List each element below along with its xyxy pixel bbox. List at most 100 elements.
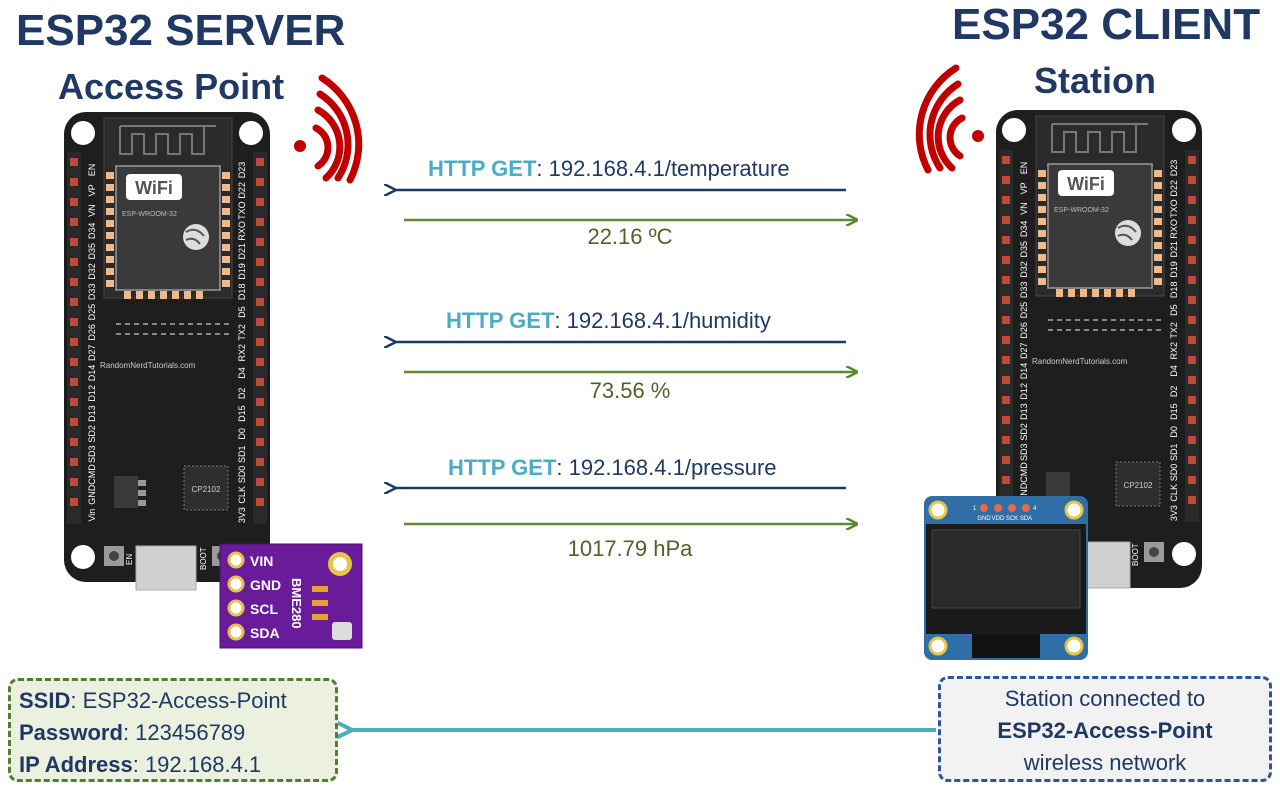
pin-label: D22	[1169, 180, 1179, 197]
ip-address-label: IP Address	[19, 752, 133, 777]
pin-label: D26	[87, 324, 97, 341]
pin-label: D23	[237, 162, 247, 179]
client-right-pin-labels: D23D22TXORXOD21D19D18D5TX2RX2D4D2D15D0SD…	[1169, 160, 1179, 521]
pin-label: 3V3	[1169, 505, 1179, 521]
pin-label: RX2	[237, 344, 247, 362]
pin-label: EN	[87, 164, 97, 177]
pin-label: D14	[1019, 363, 1029, 380]
pin-label: D5	[237, 306, 247, 318]
mount-hole-icon	[71, 545, 95, 569]
request-label-temperature: HTTP GET: 192.168.4.1/temperature	[428, 156, 790, 182]
pin-label: D35	[1019, 241, 1029, 258]
pin-label: VP	[87, 184, 97, 196]
oled-pin-gnd: GND	[977, 516, 991, 522]
pin-label: D21	[237, 243, 247, 260]
pin-label: TX2	[1169, 322, 1179, 339]
request-path: : 192.168.4.1/humidity	[554, 308, 771, 333]
sensor-pin-scl: SCL	[250, 601, 278, 617]
server-right-pin-labels: D23D22TXORXOD21D19D18D5TX2RX2D4D2D15D0SD…	[237, 162, 247, 523]
pin-label: SD2	[1019, 423, 1029, 441]
pin-label: SD2	[87, 425, 97, 443]
pin-label: D4	[237, 367, 247, 379]
oled-pin-vdd: VDD	[992, 516, 1005, 522]
pin-label: CLK	[1169, 484, 1179, 502]
ip-address-line: IP Address: 192.168.4.1	[19, 749, 327, 781]
ip-address-value: : 192.168.4.1	[132, 752, 262, 777]
ssid-line: SSID: ESP32-Access-Point	[19, 685, 327, 717]
espressif-logo-icon	[183, 224, 209, 250]
oled-pin-sda: SDA	[1020, 516, 1032, 522]
password-value: : 123456789	[122, 720, 246, 745]
response-value-humidity: 73.56 %	[589, 378, 671, 403]
station-line-2: ESP32-Access-Point	[997, 718, 1213, 743]
pin-label: D0	[237, 428, 247, 440]
pin-label: EN	[1019, 162, 1029, 175]
ssid-value: : ESP32-Access-Point	[70, 688, 287, 713]
station-line-1: Station connected to	[1004, 686, 1206, 711]
pin-label: CLK	[237, 486, 247, 504]
mount-hole-icon	[1172, 542, 1196, 566]
pin-label: CMD	[1019, 462, 1029, 483]
client-wifi-signal-icon	[915, 64, 984, 174]
pin-label: CMD	[87, 464, 97, 485]
pin-label: SD3	[87, 445, 97, 463]
pin-label: D5	[1169, 304, 1179, 316]
server-subtitle: Access Point	[58, 66, 285, 107]
pin-label: D23	[1169, 160, 1179, 177]
oled-pin-number: 4	[1033, 506, 1037, 512]
request-label-pressure: HTTP GET: 192.168.4.1/pressure	[448, 455, 777, 481]
bme280-sensor: VIN GND SCL SDA BME280	[219, 543, 363, 649]
request-path: : 192.168.4.1/pressure	[556, 455, 777, 480]
pin-label: SD0	[237, 466, 247, 484]
wifi-logo-text: WiFi	[135, 178, 173, 198]
response-value-pressure: 1017.79 hPa	[567, 536, 693, 561]
boot-button-label: BOOT	[199, 547, 208, 570]
pin-label: RXO	[237, 221, 247, 241]
pin-label: 3V3	[237, 507, 247, 523]
sensor-pin-sda: SDA	[250, 625, 280, 641]
pin-label: D4	[1169, 365, 1179, 377]
pin-label: D26	[1019, 322, 1029, 339]
pin-label: RX2	[1169, 342, 1179, 360]
station-line-3: wireless network	[1023, 750, 1187, 775]
server-wifi-signal-icon	[294, 74, 363, 184]
pin-label: D19	[1169, 261, 1179, 278]
pin-label: D34	[87, 223, 97, 240]
pin-label: SD3	[1019, 443, 1029, 461]
pin-label: D13	[87, 405, 97, 422]
http-get-keyword: HTTP GET	[446, 308, 555, 333]
pin-label: D22	[237, 182, 247, 199]
client-title: ESP32 CLIENT	[952, 0, 1261, 49]
pin-label: D25	[87, 304, 97, 321]
module-label: ESP-WROOM-32	[1054, 207, 1109, 214]
module-label: ESP-WROOM-32	[122, 211, 177, 218]
access-point-info-box: SSID: ESP32-Access-Point Password: 12345…	[8, 678, 338, 782]
pin-label: GND	[87, 484, 97, 505]
mount-hole-icon	[239, 121, 263, 145]
pin-label: D15	[237, 405, 247, 422]
wifi-logo-text: WiFi	[1067, 174, 1105, 194]
pin-label: TXO	[237, 201, 247, 220]
password-line: Password: 123456789	[19, 717, 327, 749]
pin-label: VP	[1019, 182, 1029, 194]
pin-label: SD1	[1169, 443, 1179, 461]
pin-label: D2	[237, 388, 247, 400]
oled-display: 1 4 GND VDD SCK SDA	[924, 496, 1088, 660]
http-get-keyword: HTTP GET	[448, 455, 557, 480]
pin-label: D2	[1169, 386, 1179, 398]
client-subtitle: Station	[1034, 60, 1156, 101]
pin-label: VN	[1019, 202, 1029, 215]
station-info-box: Station connected to ESP32-Access-Point …	[938, 676, 1272, 782]
pin-label: D33	[87, 284, 97, 301]
client-left-pin-labels: ENVPVND34D35D32D33D25D26D27D14D12D13SD2S…	[1019, 162, 1029, 520]
pin-label: GND	[1019, 482, 1029, 503]
oled-pin-number: 1	[973, 506, 977, 512]
mount-hole-icon	[1172, 118, 1196, 142]
ssid-label: SSID	[19, 688, 71, 713]
http-get-keyword: HTTP GET	[428, 156, 537, 181]
brand-label: RandomNerdTutorials.com	[100, 361, 196, 370]
oled-pin-sck: SCK	[1006, 516, 1018, 522]
server-left-pin-labels: ENVPVND34D35D32D33D25D26D27D14D12D13SD2S…	[87, 164, 97, 522]
pin-label: D27	[1019, 342, 1029, 359]
espressif-logo-icon	[1115, 220, 1141, 246]
